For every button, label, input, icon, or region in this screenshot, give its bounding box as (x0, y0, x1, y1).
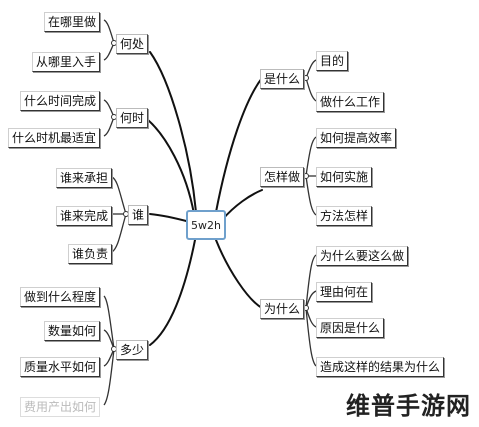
leaf-how-much-4[interactable]: 费用产出如何 (20, 397, 101, 417)
leaf-who-3[interactable]: 谁负责 (68, 244, 113, 264)
leaf-when-2[interactable]: 什么时机最适宜 (8, 128, 101, 148)
leaf-how-1[interactable]: 如何提高效率 (316, 128, 397, 148)
branch-what[interactable]: 是什么 (260, 69, 305, 89)
leaf-why-3[interactable]: 原因是什么 (316, 318, 385, 338)
leaf-what-1[interactable]: 目的 (316, 51, 349, 71)
leaf-where-1[interactable]: 在哪里做 (44, 12, 101, 32)
leaf-what-2[interactable]: 做什么工作 (316, 92, 385, 112)
leaf-where-2[interactable]: 从哪里入手 (32, 52, 101, 72)
leaf-how-much-2[interactable]: 数量如何 (44, 321, 101, 341)
leaf-how-2[interactable]: 如何实施 (316, 167, 373, 187)
branch-where[interactable]: 何处 (116, 34, 149, 54)
center-node[interactable]: 5w2h (186, 210, 226, 240)
leaf-when-1[interactable]: 什么时间完成 (20, 91, 101, 111)
leaf-how-much-3[interactable]: 质量水平如何 (20, 357, 101, 377)
leaf-why-2[interactable]: 理由何在 (316, 282, 373, 302)
leaf-why-1[interactable]: 为什么要这么做 (316, 246, 409, 266)
branch-why[interactable]: 为什么 (260, 299, 305, 319)
branch-how[interactable]: 怎样做 (260, 167, 305, 187)
leaf-who-2[interactable]: 谁来完成 (56, 206, 113, 226)
leaf-who-1[interactable]: 谁来承担 (56, 168, 113, 188)
leaf-why-4[interactable]: 造成这样的结果为什么 (316, 357, 445, 377)
watermark-logo: 维普手游网 (346, 392, 471, 420)
leaf-how-3[interactable]: 方法怎样 (316, 206, 373, 226)
branch-when[interactable]: 何时 (116, 108, 149, 128)
branch-how-much[interactable]: 多少 (116, 340, 149, 360)
leaf-how-much-1[interactable]: 做到什么程度 (20, 287, 101, 307)
branch-who[interactable]: 谁 (128, 205, 149, 225)
